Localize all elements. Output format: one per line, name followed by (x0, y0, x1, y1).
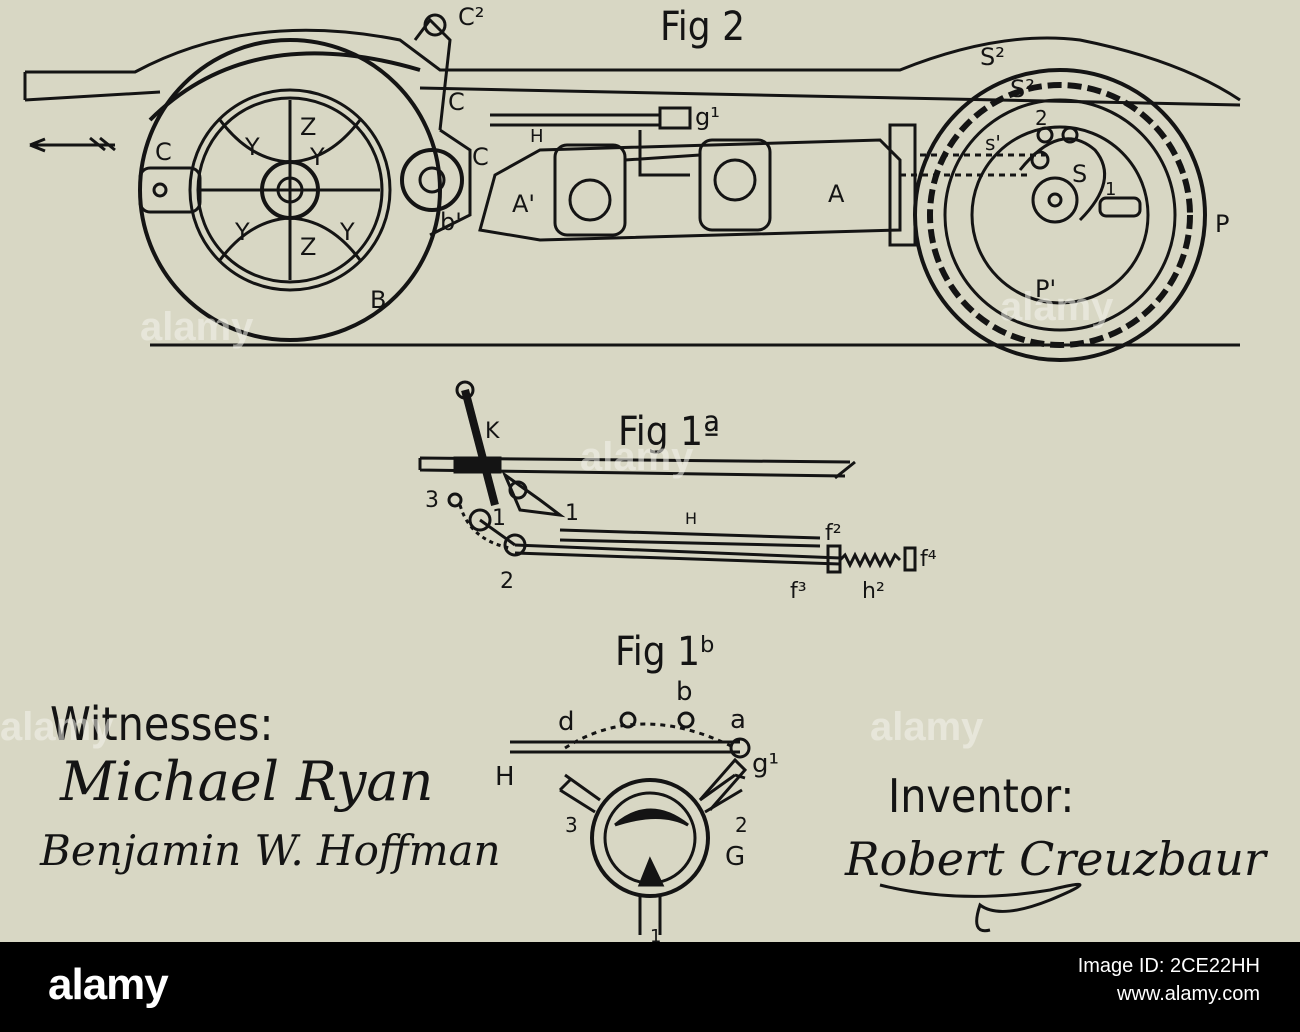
fig2-label-c-3: C (155, 138, 172, 166)
fig2-label-h: H (530, 126, 544, 147)
fig2-label-c-2: C (472, 143, 489, 171)
fig1b-label-a: a (730, 705, 746, 735)
watermark-3: alamy (1000, 285, 1114, 329)
fig1b-label-3: 3 (565, 813, 578, 837)
fig2-label-s-prime: s' (985, 131, 1001, 155)
inventor-label: Inventor: (888, 769, 1074, 823)
fig2-label-2: 2 (1035, 106, 1048, 130)
fig1b-drawing (510, 713, 749, 935)
fig2-label-c-1: C (448, 88, 465, 116)
inventor-signature: Robert Creuzbaur (844, 832, 1269, 886)
fig1b-label-2: 2 (735, 813, 748, 837)
image-id: Image ID: 2CE22HH (1078, 952, 1260, 980)
fig1b-label-h: H (495, 762, 515, 792)
fig1a-label-3: 3 (425, 488, 439, 513)
watermark-4: alamy (0, 705, 114, 749)
fig2-label-c2: C² (458, 3, 484, 31)
fig1a-label-2: 2 (500, 569, 514, 594)
fig2-label-p: P (1215, 210, 1229, 238)
fig2-label-y-1: Y (244, 133, 260, 161)
fig2-label-a: A (828, 180, 845, 208)
fig2-label-g1: g¹ (695, 103, 720, 131)
fig2-label-s2-1: S² (980, 43, 1005, 71)
fig2-label-b-prime: b' (440, 208, 462, 236)
stock-footer: alamy Image ID: 2CE22HH www.alamy.com (0, 942, 1300, 1032)
fig1a-label-k: K (485, 419, 500, 444)
fig2-label-z-2: Z (300, 233, 316, 261)
fig1a-label-1b: 1 (565, 501, 579, 526)
patent-drawing: Fig 2 Fig 1ª Fig 1ᵇ C² C C C Y Y Y Y Z Z… (0, 0, 1300, 942)
fig1b-label-g1: g¹ (752, 749, 779, 779)
witness-signature-2: Benjamin W. Hoffman (39, 826, 501, 875)
watermarks: alamy alamy alamy alamy alamy (0, 285, 1114, 749)
fig2-label-y-2: Y (309, 143, 325, 171)
fig2-label-y-4: Y (339, 218, 355, 246)
fig1b-label-b: b (676, 677, 693, 707)
fig2-label-z-1: Z (300, 113, 316, 141)
witness-signature-1: Michael Ryan (59, 750, 433, 813)
fig1a-label-f4: f⁴ (920, 547, 937, 572)
fig2-label-b: B (370, 286, 386, 314)
fig1a-label-f2: f² (825, 521, 842, 546)
fig1a-label-h: H (685, 509, 697, 528)
fig1b-label-1: 1 (650, 926, 661, 942)
watermark-1: alamy (140, 305, 254, 349)
fig1b-title: Fig 1ᵇ (615, 629, 715, 675)
fig2-label-a-prime: A' (512, 190, 535, 218)
fig1a-label-h2: h² (862, 579, 885, 604)
watermark-5: alamy (870, 705, 984, 749)
fig2-label-y-3: Y (234, 218, 250, 246)
watermark-2: alamy (580, 435, 694, 479)
fig1a-label-f3: f³ (790, 579, 807, 604)
fig2-label-s2-2: S² (1010, 75, 1035, 103)
fig2-label-s: S (1072, 160, 1087, 188)
site-url: www.alamy.com (1078, 980, 1260, 1008)
fig1b-label-d: d (558, 707, 575, 737)
fig1b-label-g: G (725, 842, 745, 872)
inventor-flourish (880, 884, 1080, 930)
fig1a-label-1a: 1 (492, 506, 506, 531)
brand-logo: alamy (48, 960, 168, 1010)
fig2-title: Fig 2 (660, 4, 745, 50)
fig2-label-1: 1 (1105, 179, 1116, 200)
image-info: Image ID: 2CE22HH www.alamy.com (1078, 952, 1260, 1008)
